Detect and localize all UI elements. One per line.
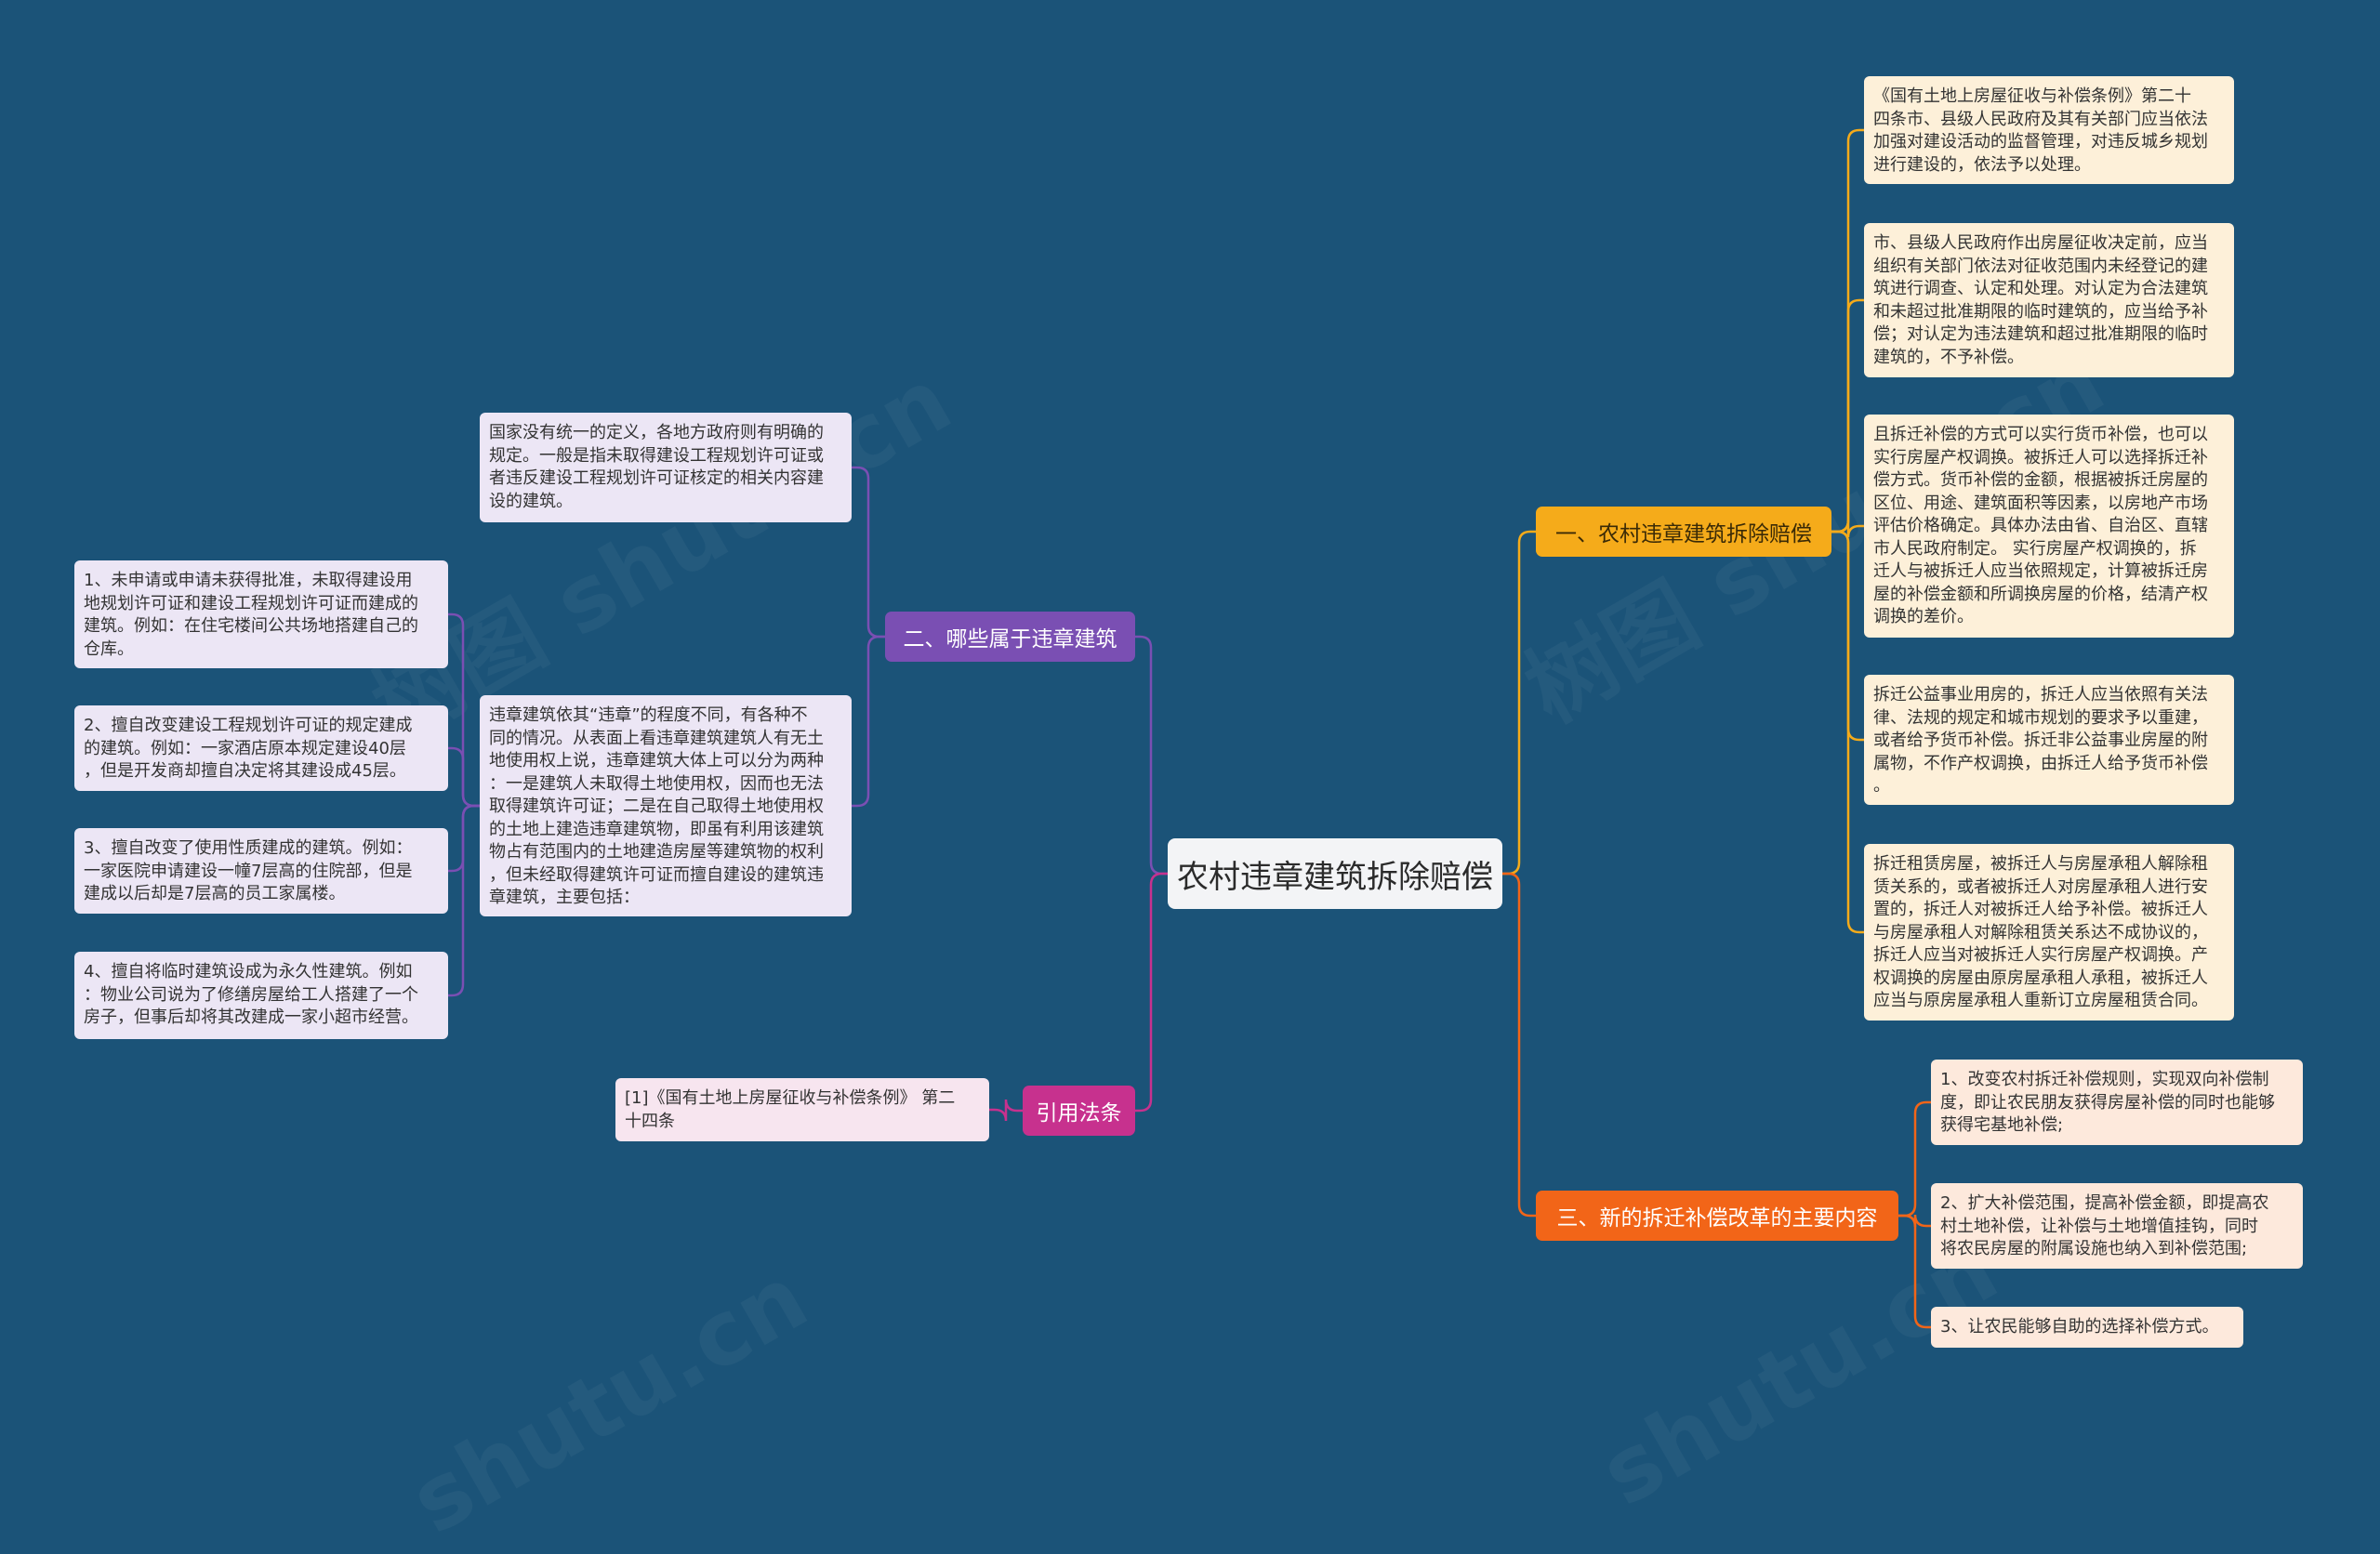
leaf-definition[interactable]: 国家没有统一的定义，各地方政府则有明确的 规定。一般是指未取得建设工程规划许可证… xyxy=(480,413,852,522)
branch-compensation[interactable]: 一、农村违章建筑拆除赔偿 xyxy=(1536,507,1831,557)
leaf-compensation-2[interactable]: 市、县级人民政府作出房屋征收决定前，应当 组织有关部门依法对征收范围内未经登记的… xyxy=(1864,223,2234,377)
link-root-branch4 xyxy=(1502,872,1536,1218)
leaf-example-2[interactable]: 2、擅自改变建设工程规划许可证的规定建成 的建筑。例如：一家酒店原本规定建设40… xyxy=(74,705,448,791)
branch-illegal-buildings[interactable]: 二、哪些属于违章建筑 xyxy=(885,612,1135,662)
link-root-branch1 xyxy=(1502,530,1536,876)
link-b4-leaf-1 xyxy=(1898,1100,1931,1218)
leaf-categories[interactable]: 违章建筑依其“违章”的程度不同，有各种不 同的情况。从表面上看违章建筑建筑人有无… xyxy=(480,695,852,916)
leaf-citation[interactable]: [1]《国有土地上房屋征收与补偿条例》 第二 十四条 xyxy=(615,1078,989,1141)
leaf-compensation-4[interactable]: 拆迁公益事业用房的，拆迁人应当依照有关法 律、法规的规定和城市规划的要求予以重建… xyxy=(1864,675,2234,805)
root-topic[interactable]: 农村违章建筑拆除赔偿 xyxy=(1168,838,1502,909)
link-b4-leaf-3 xyxy=(1898,1214,1931,1329)
leaf-compensation-1[interactable]: 《国有土地上房屋征收与补偿条例》第二十 四条市、县级人民政府及其有关部门应当依法… xyxy=(1864,76,2234,184)
link-b2-leaf-2 xyxy=(852,635,885,808)
leaf-compensation-3[interactable]: 且拆迁补偿的方式可以实行货币补偿，也可以 实行房屋产权调换。被拆迁人可以选择拆迁… xyxy=(1864,415,2234,638)
link-root-branch2 xyxy=(1135,635,1168,876)
link-b1-leaf-2 xyxy=(1831,298,1864,533)
link-root-branch3 xyxy=(1135,872,1168,1113)
link-b2-leaf-1 xyxy=(852,466,885,639)
leaf-reform-2[interactable]: 2、扩大补偿范围，提高补偿金额，即提高农 村土地补偿，让补偿与土地增值挂钩，同时… xyxy=(1931,1183,2303,1269)
branch-citations[interactable]: 引用法条 xyxy=(1023,1086,1135,1136)
link-b2-sub-2 xyxy=(448,746,480,808)
leaf-example-3[interactable]: 3、擅自改变了使用性质建成的建筑。例如： 一家医院申请建设一幢7层高的住院部，但… xyxy=(74,828,448,914)
link-b1-leaf-3 xyxy=(1831,520,1864,538)
leaf-example-1[interactable]: 1、未申请或申请未获得批准，未取得建设用 地规划许可证和建设工程规划许可证而建成… xyxy=(74,560,448,668)
link-b3-leaf-1 xyxy=(989,1099,1023,1122)
connector-lines xyxy=(448,128,1931,1329)
leaf-reform-3[interactable]: 3、让农民能够自助的选择补偿方式。 xyxy=(1931,1307,2243,1348)
link-b1-leaf-5 xyxy=(1831,530,1864,934)
branch-reform-content[interactable]: 三、新的拆迁补偿改革的主要内容 xyxy=(1536,1191,1898,1241)
leaf-compensation-5[interactable]: 拆迁租赁房屋，被拆迁人与房屋承租人解除租 赁关系的，或者被拆迁人对房屋承租人进行… xyxy=(1864,844,2234,1021)
leaf-example-4[interactable]: 4、擅自将临时建筑设成为永久性建筑。例如 ：物业公司说为了修缮房屋给工人搭建了一… xyxy=(74,952,448,1039)
leaf-reform-1[interactable]: 1、改变农村拆迁补偿规则，实现双向补偿制 度，即让农民朋友获得房屋补偿的同时也能… xyxy=(1931,1060,2303,1145)
link-b2-sub-4 xyxy=(448,804,480,997)
